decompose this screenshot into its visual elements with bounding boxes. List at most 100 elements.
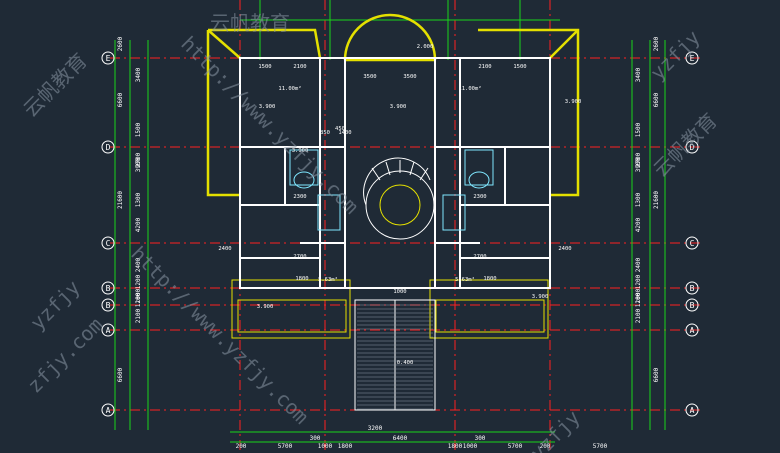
room-annotation: 0.400	[397, 360, 414, 366]
left-dim-text: 6600	[117, 367, 124, 382]
axis-label-right: A	[690, 406, 695, 415]
roof-left-side	[206, 30, 240, 197]
right-dim-text: 2700	[635, 152, 642, 167]
axis-bubble-right	[685, 403, 699, 417]
room-annotation: 2300	[473, 194, 486, 200]
right-dim-text: 2100	[635, 308, 642, 323]
left-dim-text: 21600	[117, 191, 124, 209]
axis-bubble-left	[101, 236, 115, 250]
bottom-dim-text: 300	[475, 435, 486, 442]
axis-label-left: B	[106, 301, 111, 310]
watermark-text: 云帆教育	[210, 11, 290, 35]
spiral-staircase	[363, 157, 435, 240]
right-dim-text: 2600	[653, 36, 660, 51]
roof-arch	[343, 13, 437, 61]
dimension-lines	[114, 0, 666, 443]
axis-label-right: D	[690, 143, 695, 152]
axis-bubble-right	[685, 51, 699, 65]
axis-label-left: C	[106, 239, 111, 248]
bathroom-fixtures	[289, 149, 494, 231]
room-annotation: 2400	[558, 246, 571, 252]
left-dim-text: 1500	[135, 122, 142, 137]
walls	[239, 57, 551, 289]
room-annotation: 1000	[393, 289, 406, 295]
right-dim-text: 4200	[635, 217, 642, 232]
room-annotation: 1500	[258, 64, 271, 70]
step-lines	[357, 304, 433, 410]
axis-bubble-right	[685, 236, 699, 250]
room-annotation: 2700	[293, 254, 306, 260]
left-dim-text: 1000	[135, 288, 142, 303]
room-annotation: 3500	[403, 74, 416, 80]
axis-label-right: E	[690, 54, 695, 63]
room-annotation: 3.900	[565, 99, 582, 105]
room-annotation: 1800	[483, 276, 496, 282]
left-dim-text: 4200	[135, 217, 142, 232]
right-dim-text: 6600	[653, 367, 660, 382]
room-annotation: 1800	[295, 276, 308, 282]
axis-bubble-right	[685, 323, 699, 337]
left-dim-text: 6600	[117, 92, 124, 107]
room-annotation: 450	[335, 126, 345, 132]
room-annotation: 3.900	[390, 104, 407, 110]
bottom-dim-text: 1800	[338, 443, 353, 450]
room-annotation: 2700	[473, 254, 486, 260]
left-dim-text: 2400	[135, 257, 142, 272]
right-dim-text: 1500	[635, 122, 642, 137]
bottom-dim-text: 3200	[368, 425, 383, 432]
bottom-dim-text: 200	[540, 443, 551, 450]
room-annotation: 1400	[338, 130, 351, 136]
left-dim-text: 2700	[135, 152, 142, 167]
room-annotation: 850	[320, 130, 330, 136]
room-annotation: 3.900	[257, 304, 274, 310]
room-annotation: 2400	[218, 246, 231, 252]
left-dim-text: 1200	[135, 292, 142, 307]
axis-bubble-right	[685, 140, 699, 154]
left-dim-text: 1200	[135, 274, 142, 289]
room-annotation: 3.900	[259, 104, 276, 110]
roof-left-top	[208, 28, 322, 59]
axis-label-right: A	[690, 326, 695, 335]
axis-label-left: A	[106, 406, 111, 415]
left-dim-text: 3400	[135, 67, 142, 82]
axis-label-right: B	[690, 284, 695, 293]
bottom-dim-text: 5700	[278, 443, 293, 450]
axis-bubble-left	[101, 323, 115, 337]
right-dimension-texts: 2600660034001500390027002160013004200240…	[635, 36, 660, 382]
room-annotation: 3.900	[292, 148, 309, 154]
room-annotation: 3.900	[532, 294, 549, 300]
bottom-dim-text: 300	[310, 435, 321, 442]
roof-right	[478, 28, 580, 197]
bottom-dim-text: 5700	[508, 443, 523, 450]
bottom-dim-text: 1800	[448, 443, 463, 450]
left-dim-text: 1300	[135, 192, 142, 207]
room-annotation: 2300	[293, 194, 306, 200]
right-dim-text: 1200	[635, 274, 642, 289]
right-dim-text: 3400	[635, 67, 642, 82]
right-dim-text: 1300	[635, 192, 642, 207]
room-annotation: 5.63m²	[455, 276, 475, 283]
entrance-steps	[354, 299, 436, 411]
right-dim-text: 3900	[635, 157, 642, 172]
right-dim-text: 1000	[635, 288, 642, 303]
axis-bubble-left	[101, 140, 115, 154]
left-dim-text: 2600	[117, 36, 124, 51]
axis-label-left: E	[106, 54, 111, 63]
bottom-dim-text: 200	[236, 443, 247, 450]
axis-bubble-right	[685, 281, 699, 295]
bottom-dim-text: 1000	[463, 443, 478, 450]
axis-label-left: A	[106, 326, 111, 335]
room-annotation: 11.00m²	[458, 85, 481, 92]
right-dim-text: 6600	[653, 92, 660, 107]
room-annotation: 1500	[513, 64, 526, 70]
right-dim-text: 2400	[635, 257, 642, 272]
axis-bubble-left	[101, 281, 115, 295]
room-annotation: 5.63m²	[318, 276, 338, 283]
room-annotation: 2.000	[417, 44, 434, 50]
right-dim-text: 1200	[635, 292, 642, 307]
